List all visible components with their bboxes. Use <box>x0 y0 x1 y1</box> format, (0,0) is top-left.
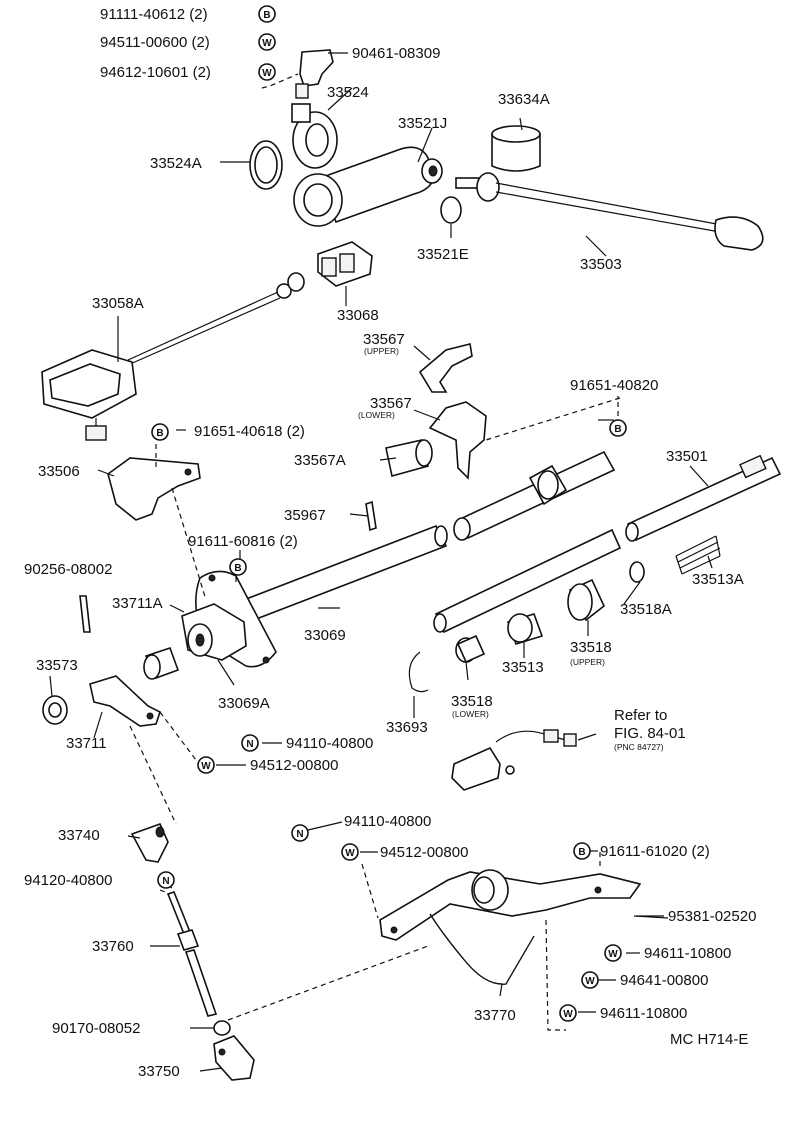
markers: B W W B B B N W N W B N W W W <box>151 5 627 1022</box>
part-label: 91651-40618 (2) <box>194 423 305 440</box>
part-label: 33513A <box>692 571 744 588</box>
part-labels: 91111-40612 (2) 94511-00600 (2) 94612-10… <box>24 6 756 1080</box>
part-label: 94120-40800 <box>24 872 112 889</box>
marker-b-1: B <box>258 5 276 23</box>
leaders <box>49 52 713 1072</box>
svg-text:W: W <box>563 1009 573 1020</box>
part-label: 33760 <box>92 938 134 955</box>
svg-text:N: N <box>162 876 169 887</box>
part-label: 94611-10800 <box>644 945 731 962</box>
part-label: 33567 <box>370 395 412 412</box>
part-label: 33069 <box>304 627 346 644</box>
svg-text:W: W <box>262 38 272 49</box>
part-label: 91611-60816 (2) <box>188 533 298 550</box>
part-label: 33521E <box>417 246 469 263</box>
marker-w-5: W <box>604 944 622 962</box>
marker-w-1: W <box>258 33 276 51</box>
drawings <box>41 49 782 1081</box>
marker-w-6: W <box>581 971 599 989</box>
part-label: 33518 <box>451 693 493 710</box>
part-label: 33634A <box>498 91 550 108</box>
svg-text:N: N <box>246 739 253 750</box>
part-sublabel: (LOWER) <box>452 709 489 719</box>
marker-b-4: B <box>229 558 247 576</box>
part-label: 33521J <box>398 115 447 132</box>
part-label: 94110-40800 <box>286 735 373 752</box>
marker-w-2: W <box>258 63 276 81</box>
part-label: 33513 <box>502 659 544 676</box>
marker-b-2: B <box>609 419 627 437</box>
part-label: 90461-08309 <box>352 45 440 62</box>
part-label: 94611-10800 <box>600 1005 687 1022</box>
part-label: 33573 <box>36 657 78 674</box>
part-label: 35967 <box>284 507 326 524</box>
part-label: 90256-08002 <box>24 561 112 578</box>
marker-w-7: W <box>559 1004 577 1022</box>
marker-b-5: B <box>573 842 591 860</box>
part-label: 94511-00600 (2) <box>100 34 210 51</box>
part-label: 33506 <box>38 463 80 480</box>
part-sublabel: (PNC 84727) <box>614 742 664 752</box>
part-label: 33501 <box>666 448 708 465</box>
marker-n-1: N <box>241 734 259 752</box>
svg-text:W: W <box>262 68 272 79</box>
marker-n-2: N <box>291 824 309 842</box>
part-label: 33503 <box>580 256 622 273</box>
svg-text:B: B <box>578 847 585 858</box>
part-label: 94512-00800 <box>250 757 338 774</box>
part-label: 33058A <box>92 295 144 312</box>
dashed-lines <box>129 73 621 1031</box>
part-sublabel: (UPPER) <box>570 657 605 667</box>
part-label: 33069A <box>218 695 270 712</box>
svg-text:W: W <box>345 848 355 859</box>
part-label: 94512-00800 <box>380 844 468 861</box>
part-label: 94110-40800 <box>344 813 431 830</box>
svg-text:W: W <box>585 976 595 987</box>
part-label: 33711 <box>66 735 107 752</box>
part-label: 94612-10601 (2) <box>100 64 211 81</box>
marker-b-3: B <box>151 423 169 441</box>
part-label: 94641-00800 <box>620 972 708 989</box>
part-label: 91111-40612 (2) <box>100 6 208 23</box>
part-label: 33518A <box>620 601 672 618</box>
svg-text:N: N <box>296 829 303 840</box>
svg-text:B: B <box>234 563 241 574</box>
part-label: 33750 <box>138 1063 180 1080</box>
svg-text:B: B <box>263 10 270 21</box>
figure-code: MC H714-E <box>670 1031 748 1048</box>
part-label: 33524 <box>327 84 369 101</box>
part-sublabel: (LOWER) <box>358 410 395 420</box>
svg-text:B: B <box>614 424 621 435</box>
part-label: 91611-61020 (2) <box>600 843 710 860</box>
part-label: 91651-40820 <box>570 377 658 394</box>
part-label: 33068 <box>337 307 379 324</box>
part-label: 33711A <box>112 595 163 612</box>
svg-text:W: W <box>608 949 618 960</box>
part-label: 33518 <box>570 639 612 656</box>
part-label: Refer to <box>614 707 667 724</box>
svg-text:W: W <box>201 761 211 772</box>
marker-w-4: W <box>341 843 359 861</box>
part-label: 33567 <box>363 331 405 348</box>
part-label: 95381-02520 <box>668 908 756 925</box>
marker-w-3: W <box>197 756 215 774</box>
marker-n-3: N <box>157 871 175 889</box>
part-label: 33740 <box>58 827 100 844</box>
part-label: FIG. 84-01 <box>614 725 686 742</box>
svg-text:B: B <box>156 428 163 439</box>
part-label: 33524A <box>150 155 202 172</box>
part-label: 33693 <box>386 719 428 736</box>
part-sublabel: (UPPER) <box>364 346 399 356</box>
part-label: 33567A <box>294 452 346 469</box>
part-label: 33770 <box>474 1007 516 1024</box>
part-label: 90170-08052 <box>52 1020 140 1037</box>
